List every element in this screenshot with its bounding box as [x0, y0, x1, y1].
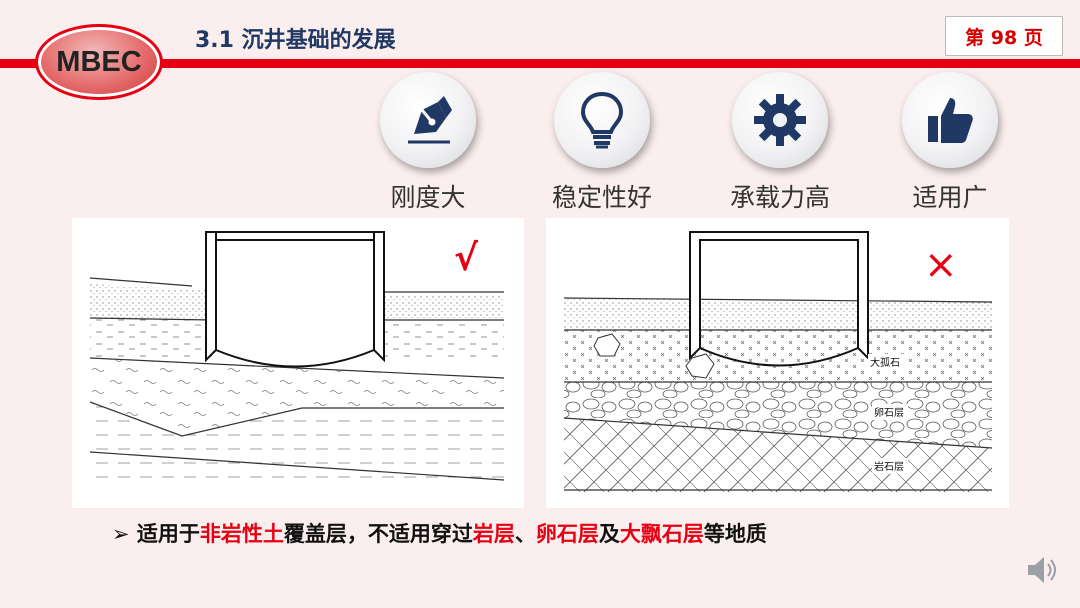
- feature-label: 刚度大: [390, 183, 466, 212]
- conclusion-text: ➢ 适用于非岩性土覆盖层，不适用穿过岩层、卵石层及大飘石层等地质: [112, 518, 767, 548]
- speaker-icon[interactable]: [1022, 550, 1062, 590]
- text-segment: 等地质: [703, 522, 767, 546]
- feature-applicability: 适用广: [860, 72, 1040, 214]
- diagram-unsuitable: 大孤石 卵石层 岩石层 ×: [546, 218, 1009, 508]
- header-rule: [0, 59, 1080, 68]
- feature-label: 承载力高: [729, 183, 830, 212]
- text-segment: 、: [514, 522, 536, 546]
- feature-stiffness: 刚度大: [338, 72, 518, 214]
- text-segment: 及: [598, 522, 620, 546]
- gear-icon: [732, 72, 828, 168]
- pen-icon: [380, 72, 476, 168]
- page-title: 3.1 沉井基础的发展: [195, 28, 396, 53]
- feature-stability: 稳定性好: [512, 72, 692, 214]
- mbec-logo: MBEC: [35, 24, 163, 100]
- feature-capacity: 承载力高: [690, 72, 870, 214]
- highlight-segment: 卵石层: [535, 522, 599, 546]
- page-number: 第 98 页: [945, 16, 1063, 56]
- logo-text: MBEC: [56, 45, 142, 78]
- text-segment: 覆盖层，不适用穿过: [283, 522, 473, 546]
- highlight-segment: 非岩性土: [199, 522, 284, 546]
- highlight-segment: 大飘石层: [619, 522, 704, 546]
- pebble-layer-label: 卵石层: [874, 407, 904, 419]
- feature-label: 适用广: [912, 183, 988, 212]
- feature-label: 稳定性好: [551, 183, 652, 212]
- highlight-segment: 岩层: [472, 522, 515, 546]
- cross-mark: ×: [924, 242, 958, 288]
- thumbs-up-icon: [902, 72, 998, 168]
- text-segment: 适用于: [136, 522, 200, 546]
- lightbulb-icon: [554, 72, 650, 168]
- boulder-label: 大孤石: [870, 356, 900, 369]
- rock-layer-label: 岩石层: [874, 460, 904, 473]
- bullet-arrow: ➢: [112, 522, 130, 546]
- check-mark: √: [454, 238, 479, 279]
- diagram-suitable: √: [72, 218, 524, 508]
